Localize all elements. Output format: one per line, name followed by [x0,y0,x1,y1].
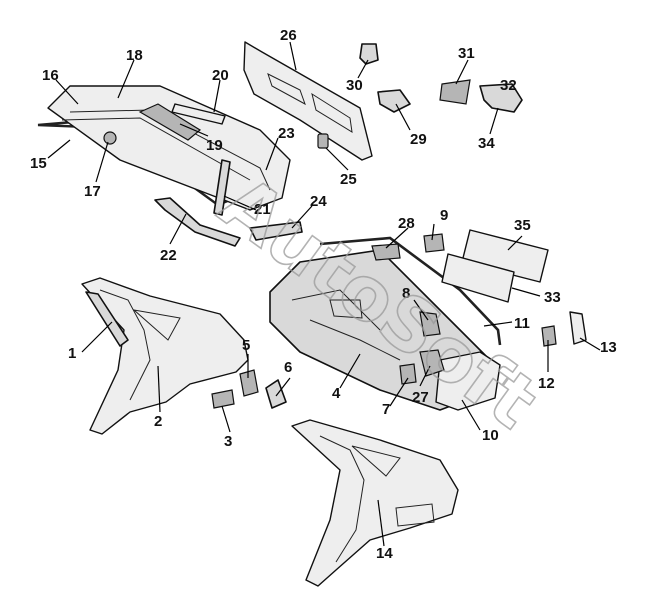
part-hinge-right [249,221,303,241]
callout-19: 19 [206,137,223,154]
callout-18: 18 [126,47,143,64]
part-quarter-panel-left [81,277,249,435]
callout-3: 3 [224,433,232,450]
part-seal-strip [319,236,502,346]
callout-20: 20 [212,67,229,84]
part-hinge [154,197,241,247]
callout-8: 8 [402,285,410,302]
part-trim-strip [171,103,226,125]
part-grommet [103,131,117,145]
part-bracket-5 [239,369,259,397]
callout-24: 24 [310,193,327,210]
callout-28: 28 [398,215,415,232]
callout-5: 5 [242,337,250,354]
part-plate-33 [441,253,515,303]
callout-17: 17 [84,183,101,200]
callout-2: 2 [154,413,162,430]
callout-16: 16 [42,67,59,84]
callout-34: 34 [478,135,495,152]
part-clip-12 [541,325,557,347]
trunk-lid [37,85,303,247]
part-cover-13 [569,311,587,345]
callout-35: 35 [514,217,531,234]
callout-29: 29 [410,131,427,148]
callout-15: 15 [30,155,47,172]
callout-32: 32 [500,77,517,94]
callout-7: 7 [382,401,390,418]
part-bracket-34 [479,83,523,113]
callout-11: 11 [514,315,530,332]
callout-31: 31 [458,45,475,62]
leader-lines [47,41,601,547]
part-spoiler [138,103,202,141]
callout-33: 33 [544,289,561,306]
part-parcel-shelf [243,41,373,161]
part-plate-35 [461,229,549,283]
callout-13: 13 [600,339,617,356]
watermark: AutoSoft [204,160,552,446]
callout-22: 22 [160,247,177,264]
rear-panel-assembly [269,236,502,411]
part-gas-strut [213,159,231,216]
part-cap-6 [265,379,287,409]
callout-1: 1 [68,345,76,362]
callout-labels: 1 2 3 4 5 6 7 8 9 10 11 12 13 14 15 16 1… [30,27,617,562]
part-clip-3 [211,389,235,409]
part-bracket-31 [439,79,471,105]
callout-30: 30 [346,77,363,94]
callout-23: 23 [278,125,295,142]
callout-6: 6 [284,359,292,376]
part-bracket-30 [359,43,379,65]
callout-12: 12 [538,375,555,392]
right-quarter-panel [291,419,459,587]
callout-21: 21 [254,201,271,218]
callout-26: 26 [280,27,297,44]
callout-10: 10 [482,427,499,444]
part-bracket-29 [377,89,411,113]
part-lamp-housing [435,351,501,411]
part-bracket-27 [419,349,445,377]
part-bracket-8 [419,311,441,337]
callout-14: 14 [376,545,393,562]
callout-9: 9 [440,207,448,224]
part-bracket-7 [399,363,417,385]
part-quarter-panel-right [291,419,459,587]
left-quarter-panel [81,277,287,435]
part-trunk-lid [47,85,291,211]
part-pillar-trim [85,291,129,347]
callout-25: 25 [340,171,357,188]
callout-4: 4 [332,385,341,402]
part-clip-9 [423,233,445,253]
part-clip-25 [317,133,329,149]
callout-27: 27 [412,389,429,406]
